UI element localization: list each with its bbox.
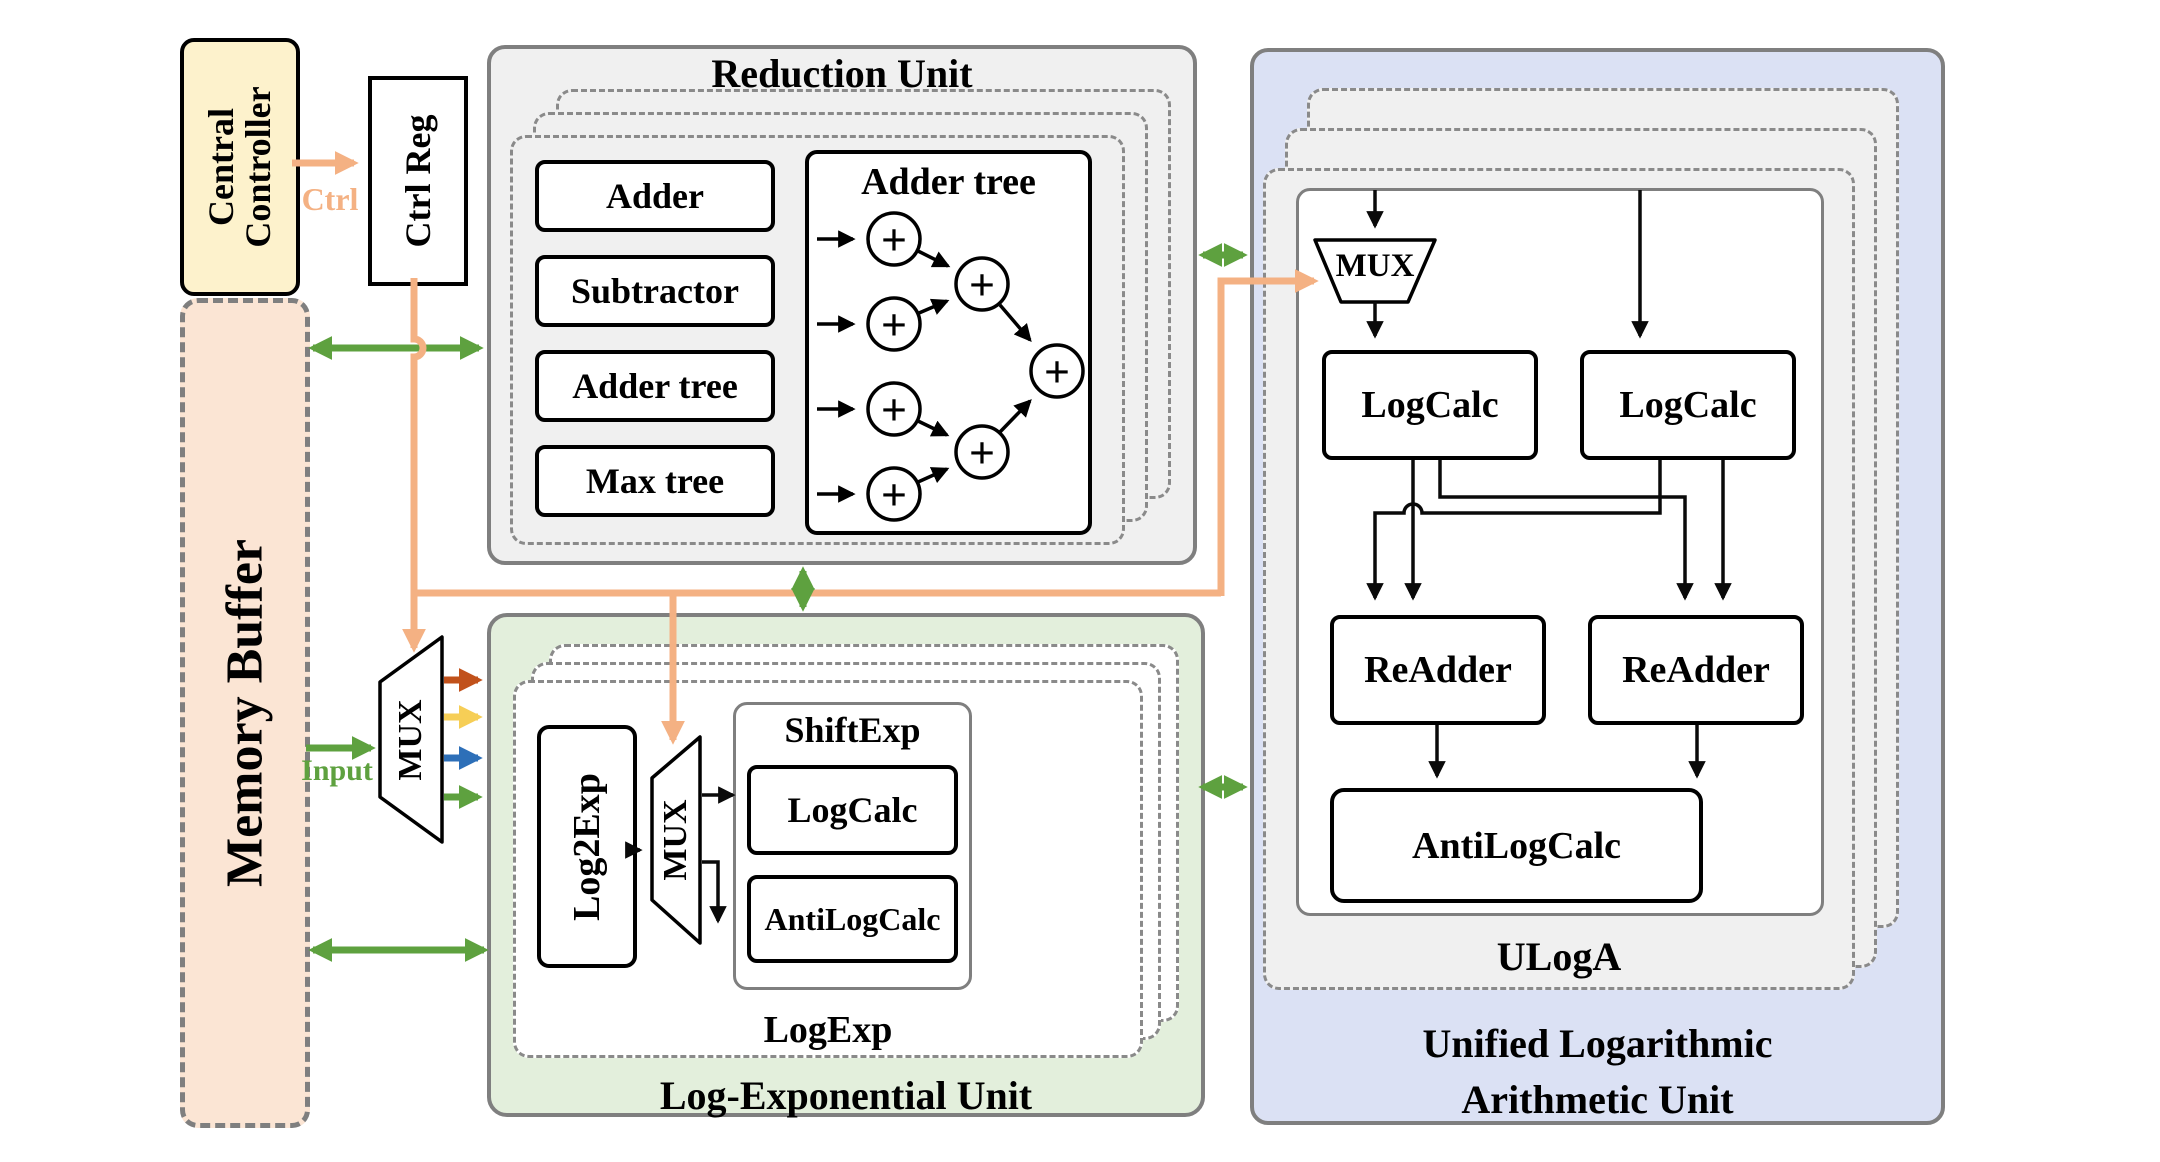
logexp-mux-label: MUX [657, 799, 694, 881]
adder-module-box: Adder [535, 160, 775, 232]
ctrl-wire-reg-to-mux [402, 278, 427, 653]
uloga-unit-title-line1: Unified Logarithmic [1422, 1021, 1773, 1066]
subtractor-module-label: Subtractor [571, 271, 739, 311]
shiftexp-antilogcalc-box: AntiLogCalc [747, 875, 958, 963]
uloga-antilogcalc-label: AntiLogCalc [1412, 824, 1621, 867]
adder-tree-graphic: + + + + + + + [817, 211, 1085, 522]
memory-buffer-box: Memory Buffer [180, 298, 310, 1128]
shiftexp-title: ShiftExp [784, 710, 921, 750]
adder-tree-module-box: Adder tree [535, 350, 775, 422]
adder-node-plus: + [881, 299, 907, 350]
logexp-mux: MUX [636, 799, 716, 881]
uloga-mux-label: MUX [1335, 248, 1415, 284]
ctrl-reg-label: Ctrl Reg [398, 114, 438, 248]
central-controller-label: Central Controller [200, 86, 278, 248]
reduction-unit-title: Reduction Unit [711, 51, 973, 96]
input-mux-label: MUX [392, 699, 429, 781]
shiftexp-logcalc-box: LogCalc [747, 765, 958, 855]
ctrl-reg-box: Ctrl Reg [368, 76, 468, 286]
uloga-logcalc-left-label: LogCalc [1361, 384, 1499, 426]
log2exp-box: Log2Exp [537, 725, 637, 968]
uloga-instance-label: ULogA [1496, 934, 1622, 979]
adder-module-label: Adder [606, 176, 704, 216]
adder-node-plus: + [969, 427, 995, 478]
ctrl-wire-label: Ctrl [301, 181, 359, 217]
uloga-readder-left-label: ReAdder [1364, 649, 1512, 691]
memory-buffer-label: Memory Buffer [216, 539, 274, 887]
max-tree-module-label: Max tree [585, 461, 725, 501]
uloga-logcalc-right-box: LogCalc [1580, 350, 1796, 460]
adder-tree-panel-title: Adder tree [861, 161, 1036, 203]
uloga-antilogcalc-box: AntiLogCalc [1330, 788, 1703, 903]
shiftexp-antilogcalc-label: AntiLogCalc [764, 900, 941, 937]
uloga-logcalc-right-label: LogCalc [1619, 384, 1757, 426]
adder-node-plus: + [881, 469, 907, 520]
subtractor-module-box: Subtractor [535, 255, 775, 327]
adder-node-plus: + [969, 259, 995, 310]
uloga-readder-left-box: ReAdder [1330, 615, 1546, 725]
log2exp-label: Log2Exp [566, 772, 608, 921]
log-exponential-unit-title: Log-Exponential Unit [659, 1073, 1033, 1118]
uloga-unit-title-line2: Arithmetic Unit [1461, 1077, 1734, 1122]
shiftexp-logcalc-label: LogCalc [787, 790, 918, 830]
logexp-instance-label: LogExp [763, 1009, 893, 1051]
central-controller-box: Central Controller [180, 38, 300, 296]
uloga-readder-right-label: ReAdder [1622, 649, 1770, 691]
input-mux: MUX [371, 699, 451, 781]
input-wire-label: Input [301, 754, 373, 787]
adder-tree-panel: Adder tree [805, 150, 1092, 535]
uloga-readder-right-box: ReAdder [1588, 615, 1804, 725]
uloga-logcalc-left-box: LogCalc [1322, 350, 1538, 460]
adder-node-plus: + [881, 214, 907, 265]
adder-node-plus: + [881, 384, 907, 435]
adder-tree-module-label: Adder tree [572, 366, 738, 406]
max-tree-module-box: Max tree [535, 445, 775, 517]
adder-node-plus: + [1044, 346, 1070, 397]
